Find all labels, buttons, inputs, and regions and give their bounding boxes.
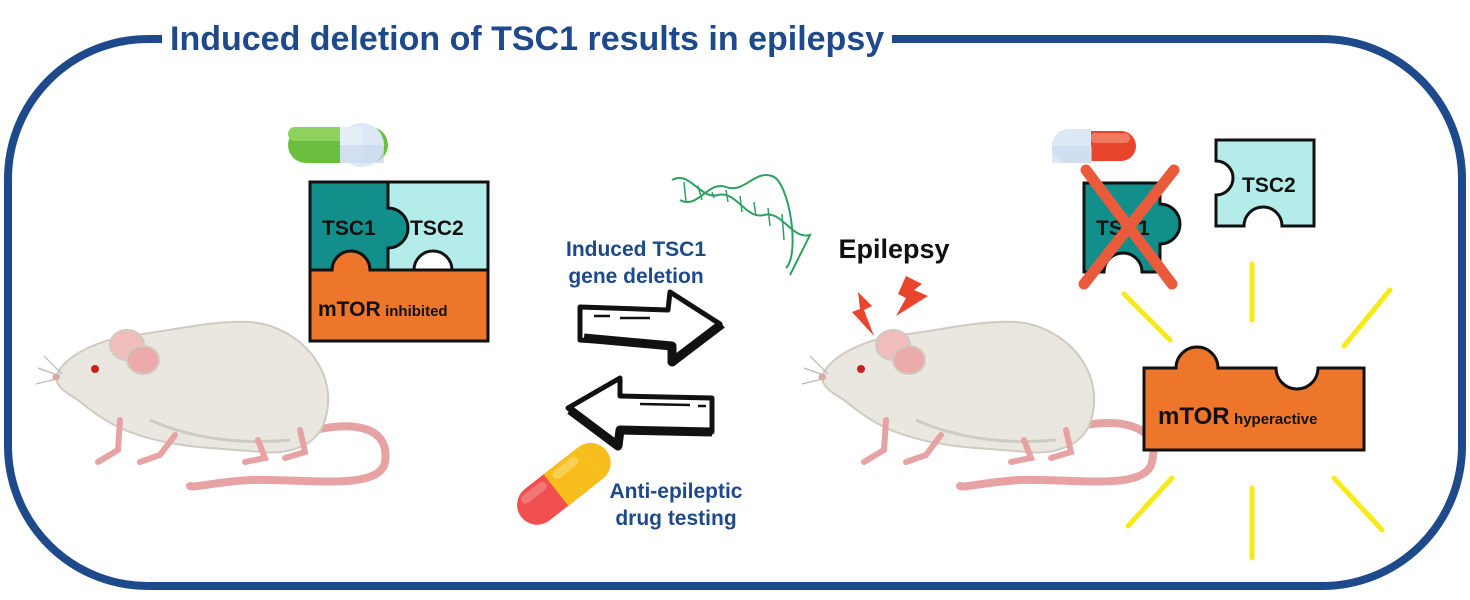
right-complex: TSC2 TSC1 mTOR hyperactive — [1078, 138, 1366, 452]
cross-icon — [1078, 164, 1180, 290]
mtor-label-right: mTOR hyperactive — [1158, 403, 1317, 430]
forward-label: Induced TSC1 gene deletion — [536, 236, 736, 290]
pill-icon — [288, 123, 388, 167]
mouse-icon — [35, 320, 390, 491]
backward-label-line1: Anti-epileptic — [609, 480, 743, 503]
backward-arrow — [565, 375, 715, 451]
tsc2-label-right: TSC2 — [1242, 174, 1296, 197]
backward-label: Anti-epileptic drug testing — [584, 478, 768, 532]
mtor-name-right: mTOR — [1158, 403, 1230, 430]
forward-arrow — [577, 289, 725, 367]
backward-label-line2: drug testing — [615, 507, 737, 530]
mtor-state-right: hyperactive — [1234, 411, 1317, 428]
mtor-state-left: inhibited — [385, 303, 448, 320]
diagram-title: Induced deletion of TSC1 results in epil… — [162, 14, 893, 64]
mtor-piece-right — [1142, 345, 1366, 452]
tsc2-piece-right — [1214, 138, 1316, 228]
mtor-name-left: mTOR — [318, 298, 381, 321]
lightning-icon — [852, 276, 928, 336]
tsc2-piece-left — [386, 180, 490, 272]
glow-rays — [1121, 261, 1393, 561]
tsc2-label-left: TSC2 — [410, 217, 464, 240]
forward-label-line1: Induced TSC1 — [565, 238, 707, 261]
left-complex: TSC1 TSC2 mTOR inhibited — [308, 180, 490, 343]
epilepsy-label: Epilepsy — [838, 234, 950, 264]
pill-icon — [1052, 129, 1136, 163]
tsc1-label-left: TSC1 — [322, 217, 376, 240]
capsule-icon — [517, 442, 611, 525]
forward-label-line2: gene deletion — [568, 265, 704, 288]
dna-icon — [671, 174, 812, 276]
tsc1-piece-left — [308, 180, 410, 272]
mtor-label-left: mTOR inhibited — [318, 298, 448, 321]
mouse-icon — [801, 320, 1158, 491]
